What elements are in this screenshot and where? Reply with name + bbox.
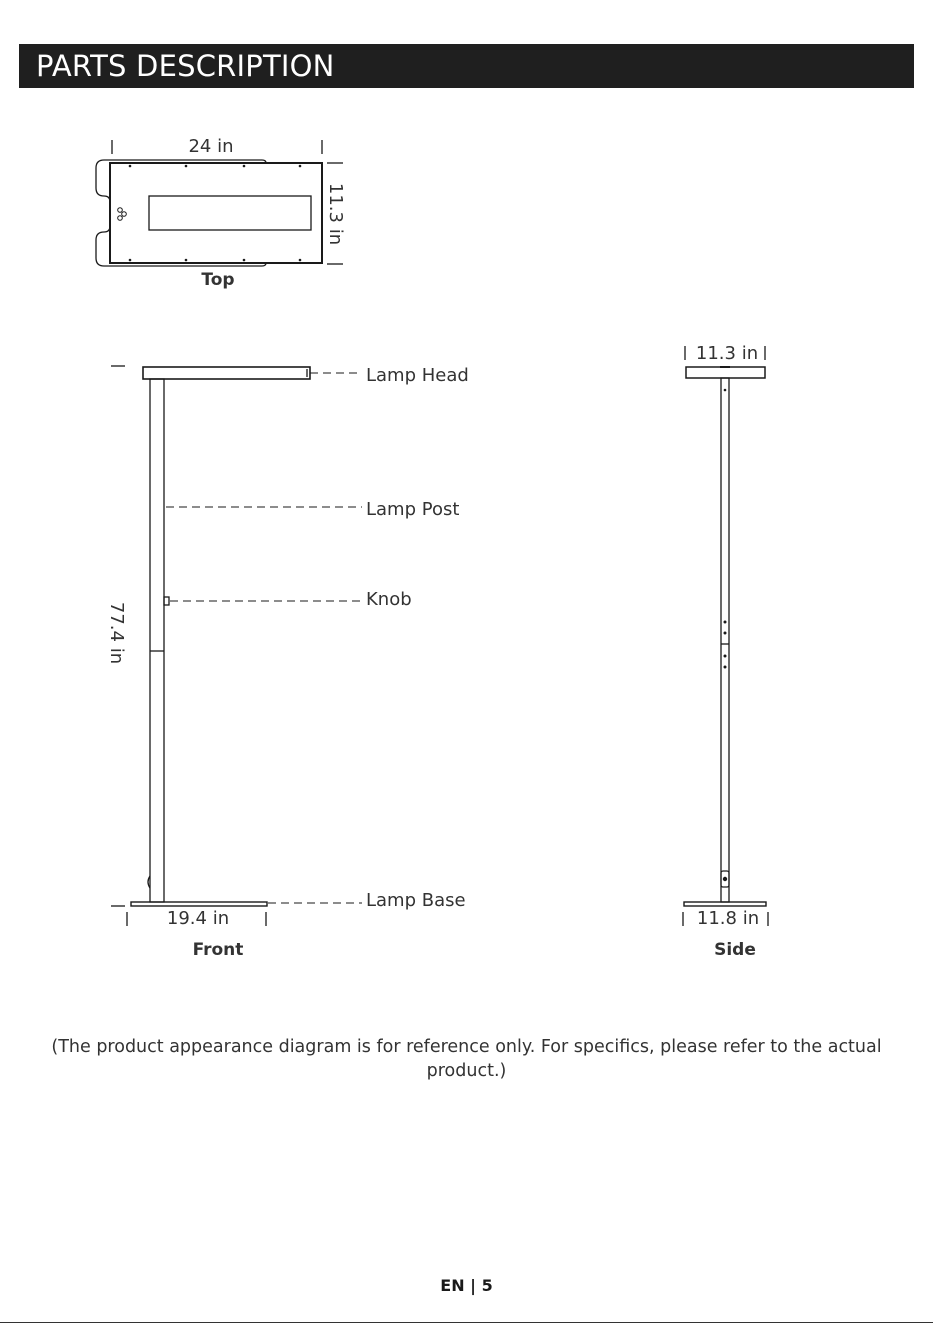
front-lamp-base <box>131 902 267 906</box>
top-view-caption: Top <box>201 270 234 290</box>
front-leader-lines <box>166 373 362 903</box>
page-footer: EN | 5 <box>0 1276 933 1295</box>
bottom-rule <box>0 1322 933 1323</box>
label-lamp-base: Lamp Base <box>366 890 466 911</box>
top-width-label: 24 in <box>188 136 233 157</box>
front-height-label: 77.4 in <box>106 602 127 664</box>
label-lamp-head: Lamp Head <box>366 365 469 386</box>
top-depth-label: 11.3 in <box>325 183 346 245</box>
side-post-dots <box>724 389 727 669</box>
side-lamp-base <box>684 902 766 906</box>
lamp-diagram: 24 in 11.3 in Top 77.4 in <box>0 0 933 1000</box>
side-view: 11.3 in 11.8 in Side <box>683 343 768 960</box>
footer-separator: | <box>470 1276 476 1295</box>
top-view: 24 in 11.3 in Top <box>96 136 346 290</box>
top-edge-dots <box>129 165 302 262</box>
side-head-width-label: 11.3 in <box>696 343 758 364</box>
disclaimer-note: (The product appearance diagram is for r… <box>40 1035 893 1083</box>
label-lamp-post: Lamp Post <box>366 499 459 520</box>
front-view: 77.4 in Lamp Head Lamp Post Knob Lamp Ba… <box>106 365 469 960</box>
side-base-width-label: 11.8 in <box>697 908 759 929</box>
front-base-width-label: 19.4 in <box>167 908 229 929</box>
front-lamp-post <box>150 379 164 902</box>
side-lamp-post <box>721 378 729 902</box>
label-knob: Knob <box>366 589 412 610</box>
footer-page-number: 5 <box>482 1276 493 1295</box>
footer-language: EN <box>440 1276 464 1295</box>
top-control-buttons-icon <box>118 208 127 221</box>
side-lamp-head <box>686 367 765 378</box>
side-view-caption: Side <box>714 940 756 960</box>
front-knob <box>164 597 169 605</box>
top-lamp-panel <box>149 196 311 230</box>
top-lamp-head-rect <box>110 163 322 263</box>
front-view-caption: Front <box>193 940 244 960</box>
front-lamp-head <box>143 367 310 379</box>
side-switch-dot <box>723 877 727 881</box>
